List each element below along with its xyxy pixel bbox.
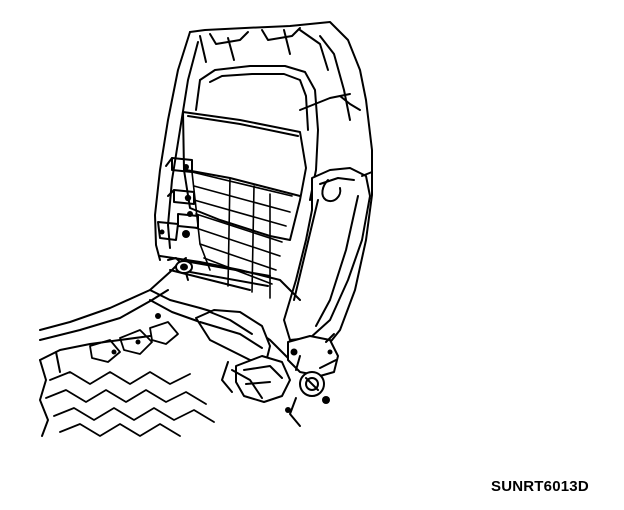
lumbar-assembly bbox=[195, 309, 291, 403]
cross-tube bbox=[175, 260, 271, 287]
left-hinge-brackets bbox=[157, 157, 199, 241]
seat-spring-clips bbox=[111, 313, 161, 355]
side-bolster bbox=[283, 167, 373, 341]
hinge-bolts bbox=[159, 164, 193, 238]
seat-springs bbox=[45, 321, 215, 437]
figure-code-label: SUNRT6013D bbox=[491, 478, 589, 495]
recliner-bolts bbox=[285, 348, 333, 413]
seat-left-edge bbox=[39, 351, 61, 437]
recliner-mechanism bbox=[287, 333, 339, 427]
front-cushion-panel bbox=[182, 111, 307, 241]
seat-back-inner-frame bbox=[195, 65, 351, 201]
seat-back-outer-frame bbox=[154, 21, 373, 361]
